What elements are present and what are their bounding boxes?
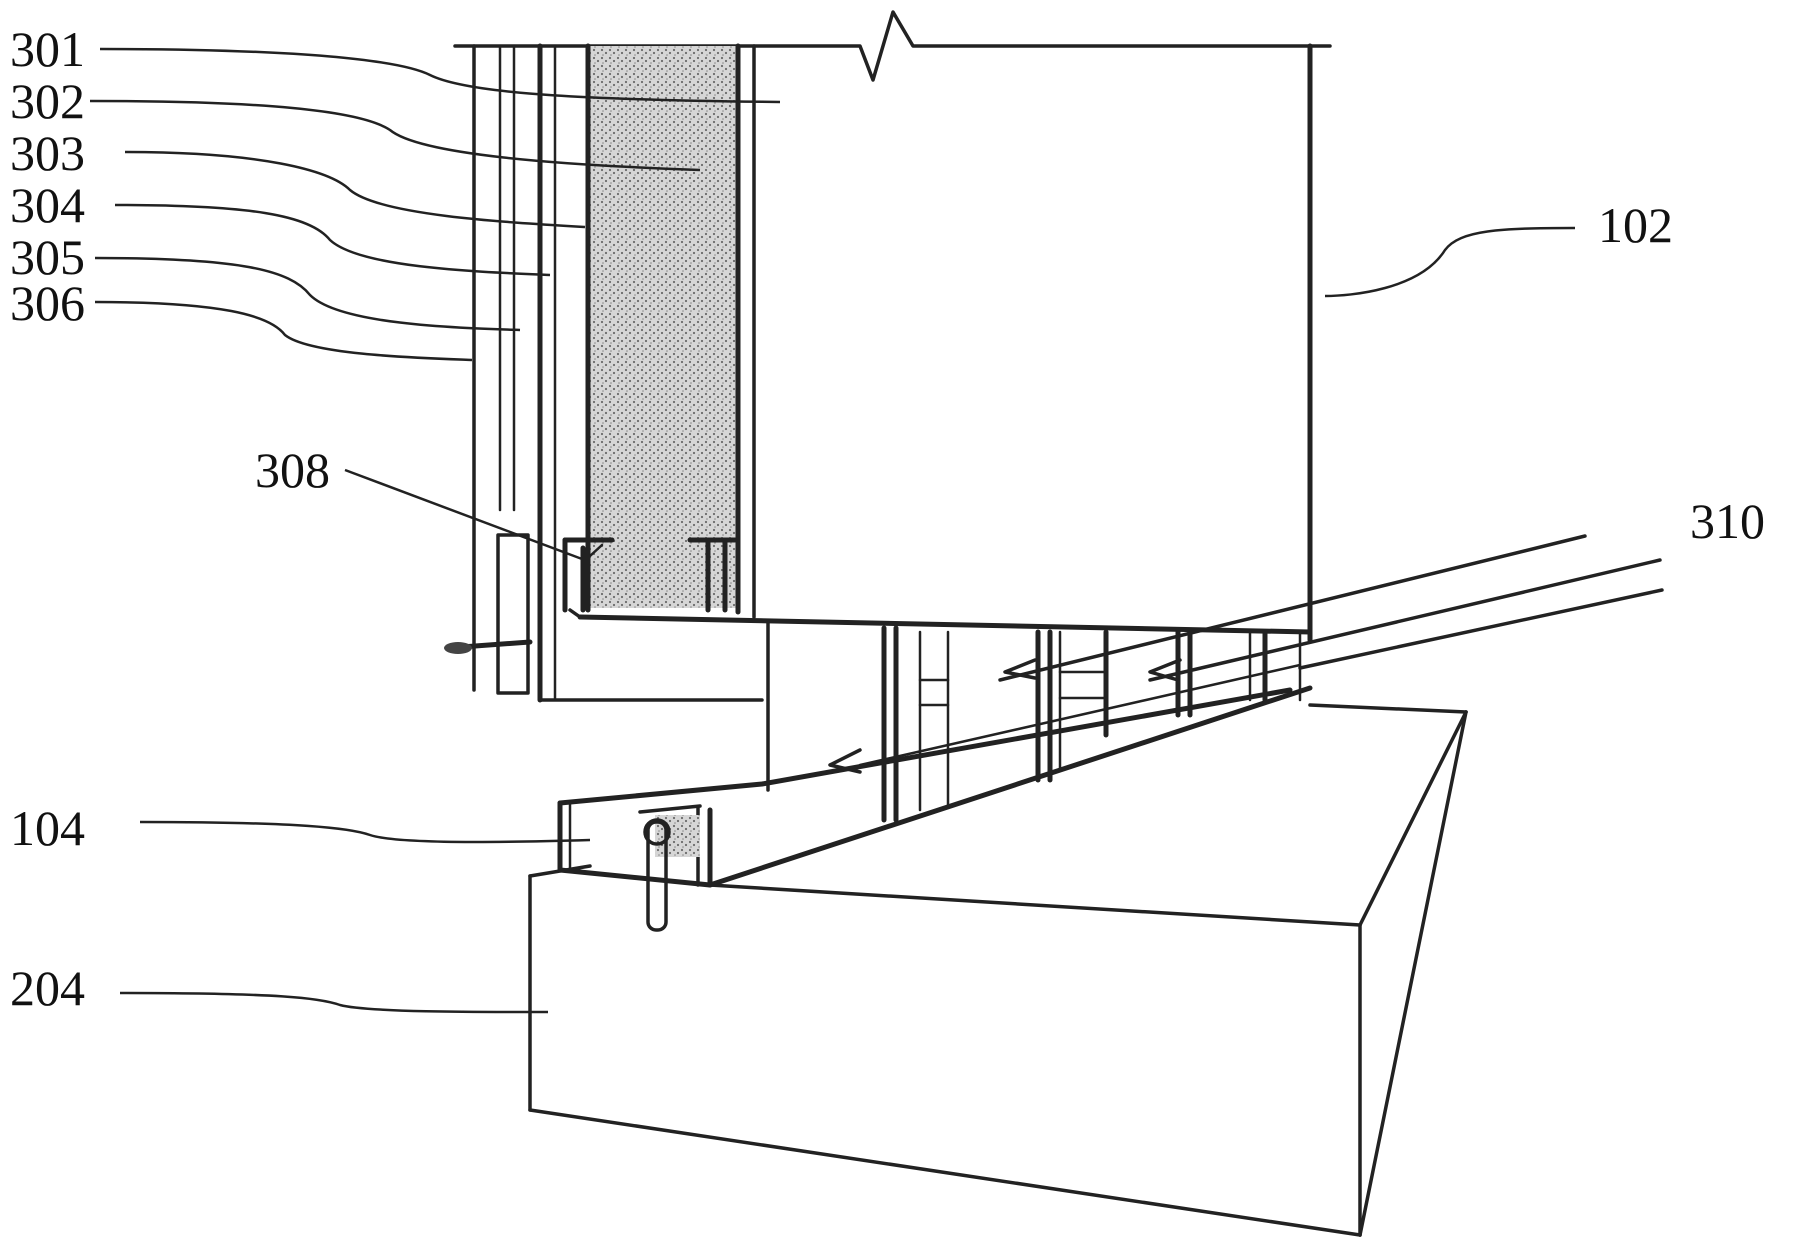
label-306: 306: [10, 275, 85, 331]
insulation-core: [590, 46, 738, 608]
label-104: 104: [10, 800, 85, 856]
support-frame: [768, 622, 1300, 820]
leader-lines: [90, 49, 1575, 1012]
flow-arrow: [1005, 660, 1035, 678]
label-302: 302: [10, 73, 85, 129]
wall-layers: [444, 46, 762, 700]
label-204: 204: [10, 960, 85, 1016]
label-308: 308: [255, 442, 330, 498]
label-304: 304: [10, 177, 85, 233]
anchor-bolt: [444, 642, 472, 654]
label-301: 301: [10, 21, 85, 77]
label-303: 303: [10, 125, 85, 181]
label-310: 310: [1690, 493, 1765, 549]
pipes-310: [830, 536, 1662, 772]
channel-beam-104: [560, 688, 1310, 930]
foundation-block-204: [530, 705, 1466, 1235]
reference-labels: 301 302 303 304 305 306 308 310 102 104 …: [10, 21, 1765, 1016]
label-102: 102: [1598, 197, 1673, 253]
